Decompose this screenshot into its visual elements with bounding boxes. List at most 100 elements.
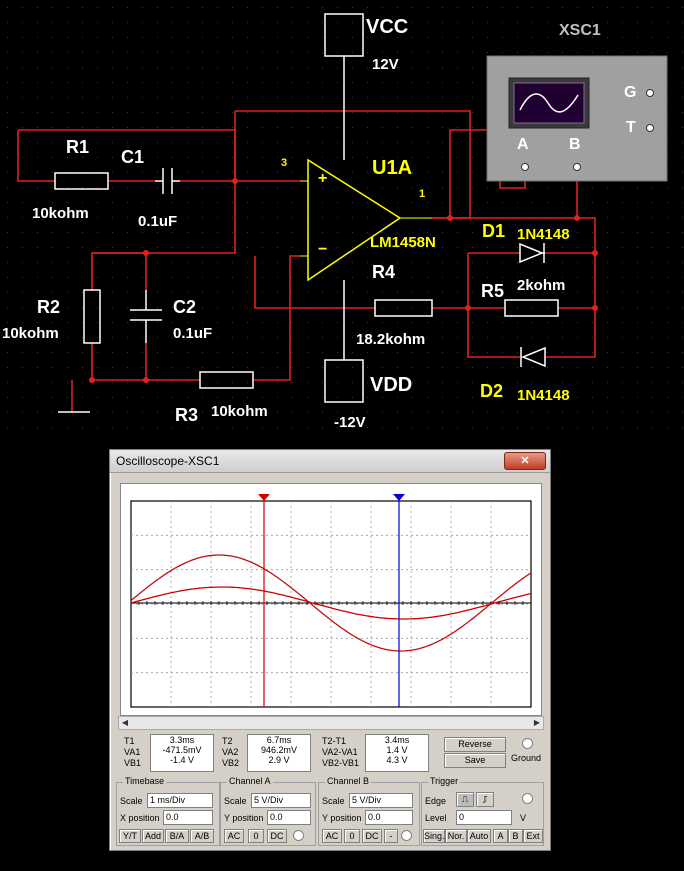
delta-va-value: 1.4 V xyxy=(386,745,408,755)
scope-term-g: G xyxy=(624,84,637,101)
channel-b-ac-button[interactable]: AC xyxy=(322,829,342,843)
reverse-button[interactable]: Reverse xyxy=(444,737,506,752)
d1-name: D1 xyxy=(482,221,506,241)
u1-name: U1A xyxy=(372,157,413,179)
c1-name: C1 xyxy=(121,147,145,167)
channel-a-scale-label: Scale xyxy=(224,796,247,806)
va1-label: VA1 xyxy=(124,747,141,757)
ground-radio[interactable] xyxy=(522,738,533,749)
trigger-radio[interactable] xyxy=(522,793,533,804)
u1-part: LM1458N xyxy=(370,234,436,251)
ground-label: Ground xyxy=(511,753,542,763)
r3-name: R3 xyxy=(175,405,199,425)
channel-a-radio[interactable] xyxy=(293,830,304,841)
r5-name: R5 xyxy=(481,281,505,301)
channel-b-ypos-field[interactable]: 0.0 xyxy=(365,810,413,825)
trigger-single-button[interactable]: Sing. xyxy=(423,829,445,843)
cursor-t2-handle xyxy=(393,494,405,501)
time-scrollbar[interactable]: ◀ ▶ xyxy=(118,716,544,730)
channel-b-dc-button[interactable]: DC xyxy=(362,829,382,843)
scope-term-b: B xyxy=(569,136,581,153)
r4-name: R4 xyxy=(372,262,396,282)
channel-a-scale-field[interactable]: 5 V/Div xyxy=(251,793,311,808)
rising-edge-button[interactable]: ⎍ xyxy=(456,792,474,807)
t1-time: 3.3ms xyxy=(169,735,195,745)
r4-value: 18.2kohm xyxy=(356,331,426,348)
trigger-level-label: Level xyxy=(425,813,447,823)
vb2-value: 2.9 V xyxy=(268,755,290,765)
r2-name: R2 xyxy=(37,297,61,317)
channel-a-title: Channel A xyxy=(227,776,273,786)
save-button[interactable]: Save xyxy=(444,753,506,768)
u1-pin-out: 1 xyxy=(419,188,426,200)
rising-edge-icon: ⎍ xyxy=(461,794,469,804)
ba-button[interactable]: B/A xyxy=(165,829,189,843)
schematic-canvas xyxy=(0,0,684,440)
add-button[interactable]: Add xyxy=(142,829,164,843)
cursor-t1-handle xyxy=(258,494,270,501)
delta-readout: 3.4ms 1.4 V 4.3 V xyxy=(365,734,429,772)
timebase-scale-field[interactable]: 1 ms/Div xyxy=(147,793,213,808)
trigger-b-button[interactable]: B xyxy=(508,829,523,843)
trigger-a-button[interactable]: A xyxy=(493,829,508,843)
channel-a-ac-button[interactable]: AC xyxy=(224,829,244,843)
channel-b-scale-field[interactable]: 5 V/Div xyxy=(349,793,413,808)
t1-label: T1 xyxy=(124,736,135,746)
delta-label: T2-T1 xyxy=(322,736,347,746)
c1-value: 0.1uF xyxy=(138,213,178,230)
falling-edge-button[interactable]: ⎎ xyxy=(476,792,494,807)
delta-vb-label: VB2-VB1 xyxy=(322,758,360,768)
vdd-label: VDD xyxy=(370,374,413,396)
trigger-edge-label: Edge xyxy=(425,796,447,806)
timebase-group: Timebase Scale 1 ms/Div X position 0.0 Y… xyxy=(116,776,220,846)
scroll-right-arrow[interactable]: ▶ xyxy=(533,718,541,727)
close-button[interactable]: ✕ xyxy=(504,452,546,470)
channel-b-zero-button[interactable]: 0 xyxy=(344,829,360,843)
scroll-left-arrow[interactable]: ◀ xyxy=(121,718,129,727)
delta-time: 3.4ms xyxy=(384,735,410,745)
trigger-level-field[interactable]: 0 xyxy=(456,810,512,825)
channel-b-title: Channel B xyxy=(325,776,372,786)
channel-a-trace xyxy=(130,586,532,620)
channel-a-ypos-field[interactable]: 0.0 xyxy=(267,810,311,825)
delta-vb-value: 4.3 V xyxy=(386,755,408,765)
ab-button[interactable]: A/B xyxy=(190,829,214,843)
r2-value: 10kohm xyxy=(2,325,59,342)
c2-value: 0.1uF xyxy=(173,325,213,342)
u1-plus: + xyxy=(318,170,328,187)
channel-b-invert-button[interactable]: - xyxy=(384,829,398,843)
u1-pin-in: 3 xyxy=(281,157,288,169)
trigger-normal-button[interactable]: Nor. xyxy=(445,829,467,843)
vcc-value: 12V xyxy=(372,56,399,73)
trigger-level-unit: V xyxy=(520,813,527,823)
channel-a-dc-button[interactable]: DC xyxy=(267,829,287,843)
vb2-label: VB2 xyxy=(222,758,240,768)
trigger-group: Trigger Edge ⎍ ⎎ Level 0 V Sing. Nor. Au… xyxy=(421,776,544,846)
t1-readout: 3.3ms -471.5mV -1.4 V xyxy=(150,734,214,772)
r1-value: 10kohm xyxy=(32,205,89,222)
yt-button[interactable]: Y/T xyxy=(119,829,141,843)
r1-name: R1 xyxy=(66,137,90,157)
va2-label: VA2 xyxy=(222,747,239,757)
falling-edge-icon: ⎎ xyxy=(482,794,488,804)
scope-screen xyxy=(120,483,542,716)
scope-name: XSC1 xyxy=(559,22,601,39)
window-title: Oscilloscope-XSC1 xyxy=(116,454,220,468)
va2-value: 946.2mV xyxy=(260,745,298,755)
vdd-value: -12V xyxy=(334,414,366,431)
vb1-label: VB1 xyxy=(124,758,142,768)
x-position-label: X position xyxy=(120,813,160,823)
window-titlebar[interactable]: Oscilloscope-XSC1 ✕ xyxy=(110,450,550,473)
trigger-auto-button[interactable]: Auto xyxy=(467,829,491,843)
channel-b-radio[interactable] xyxy=(401,830,412,841)
va1-value: -471.5mV xyxy=(162,745,202,755)
channel-b-trace xyxy=(130,554,532,652)
x-position-field[interactable]: 0.0 xyxy=(163,810,213,825)
u1-minus: − xyxy=(318,241,328,258)
d2-part: 1N4148 xyxy=(517,387,570,404)
channel-a-zero-button[interactable]: 0 xyxy=(248,829,264,843)
trigger-title: Trigger xyxy=(428,776,461,786)
scope-term-t: T xyxy=(626,119,636,136)
trigger-ext-button[interactable]: Ext xyxy=(523,829,543,843)
channel-a-group: Channel A Scale 5 V/Div Y position 0.0 A… xyxy=(220,776,316,846)
